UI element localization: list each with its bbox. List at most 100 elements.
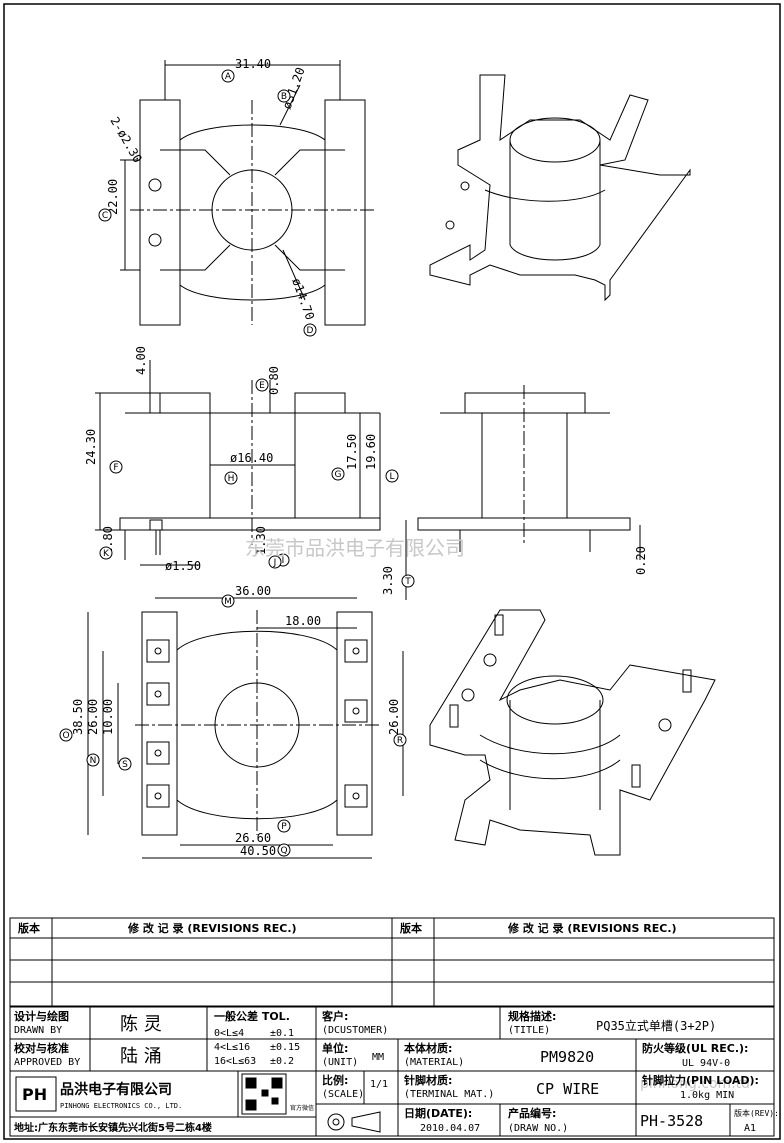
- rev-col-version-1: 版本: [18, 921, 40, 935]
- dim-s: 10.00: [101, 699, 115, 735]
- marker-t: T: [401, 574, 415, 588]
- tol-val-1: ±0.15: [270, 1042, 300, 1053]
- front-view: [95, 360, 381, 566]
- scale-label-cn: 比例:: [322, 1073, 348, 1087]
- marker-h: H: [224, 471, 238, 485]
- marker-j: J: [268, 555, 282, 569]
- marker-letter: H: [228, 474, 235, 484]
- tol-range-0: 0<L≤4: [214, 1028, 244, 1039]
- rev-label: 版本(REV):: [734, 1108, 779, 1118]
- tol-val-2: ±0.2: [270, 1056, 294, 1067]
- designer-label-en: DRAWN BY: [14, 1025, 62, 1036]
- company-logo: PH: [22, 1085, 47, 1104]
- tol-range-1: 4<L≤16: [214, 1042, 250, 1053]
- marker-circle: [303, 323, 317, 337]
- marker-d: D: [303, 323, 317, 337]
- dim-q: 40.50: [240, 844, 276, 858]
- marker-letter: I: [282, 556, 285, 566]
- ul-label: 防火等级(UL REC.):: [642, 1041, 748, 1055]
- dim-o: 38.50: [71, 699, 85, 735]
- marker-circle: [98, 208, 112, 222]
- title-block-grid: [9, 917, 775, 1137]
- iso-view-bottom: [429, 609, 716, 856]
- scale-value: 1/1: [370, 1079, 388, 1090]
- marker-letter: J: [273, 558, 277, 568]
- marker-n: N: [86, 753, 100, 767]
- tol-range-2: 16<L≤63: [214, 1056, 256, 1067]
- material-value: PM9820: [540, 1048, 594, 1066]
- marker-r: R: [393, 733, 407, 747]
- rev-col-record-2: 修 改 记 录 (REVISIONS REC.): [507, 921, 677, 935]
- material-label-en: (MATERIAL): [404, 1057, 464, 1068]
- dim-b: ø31.20: [280, 65, 308, 111]
- company-name-en: PINHONG ELECTRONICS CO., LTD.: [60, 1102, 182, 1110]
- customer-label-cn: 客户:: [321, 1009, 348, 1023]
- marker-letter: O: [62, 731, 69, 741]
- dim-top-h: 4.00: [134, 346, 148, 375]
- marker-circle: [224, 471, 238, 485]
- marker-s: S: [118, 757, 132, 771]
- spec-value: PQ35立式单槽(3+2P): [596, 1018, 716, 1033]
- dim-e: 0.80: [267, 366, 281, 395]
- marker-letter: E: [259, 381, 265, 391]
- marker-letter: Q: [280, 846, 287, 856]
- dim-gap: 1.30: [254, 526, 268, 555]
- approver-label-en: APPROVED BY: [14, 1057, 80, 1068]
- dim-t: 3.30: [381, 566, 395, 595]
- unit-value: MM: [372, 1052, 384, 1063]
- top-view: [120, 60, 375, 326]
- watermark-url: pinhong.com.td: [640, 1076, 750, 1092]
- marker-letter: N: [90, 756, 97, 766]
- approver-label-cn: 校对与核准: [14, 1041, 69, 1055]
- marker-q: Q: [277, 843, 291, 857]
- pinload-label: 针脚拉力(PIN LOAD):: [642, 1073, 759, 1087]
- dim-a: 31.40: [235, 57, 271, 71]
- marker-letter: T: [404, 577, 411, 587]
- dim-g: 17.50: [345, 434, 359, 470]
- qr-code: [241, 1073, 287, 1115]
- marker-circle: [385, 469, 399, 483]
- dim-side-gap: 0.20: [634, 546, 648, 575]
- marker-circle: [99, 546, 113, 560]
- marker-letter: S: [122, 760, 128, 770]
- ul-value: UL 94V-0: [682, 1058, 730, 1069]
- bottom-view: [87, 597, 404, 859]
- marker-letter: P: [281, 822, 287, 832]
- marker-o: O: [59, 728, 73, 742]
- terminal-value: CP WIRE: [536, 1080, 599, 1098]
- marker-circle: [86, 753, 100, 767]
- marker-f: F: [109, 460, 123, 474]
- dim-n: 26.00: [86, 699, 100, 735]
- marker-circle: [221, 69, 235, 83]
- marker-circle: [331, 467, 345, 481]
- marker-circle: [277, 89, 291, 103]
- spec-label-en: (TITLE): [508, 1025, 550, 1036]
- designer-value: 陈 灵: [120, 1014, 162, 1035]
- marker-circle: [109, 460, 123, 474]
- tolerance-title: 一般公差 TOL.: [214, 1009, 290, 1023]
- dim-half: 18.00: [285, 614, 321, 628]
- company-name-cn: 品洪电子有限公司: [60, 1081, 172, 1098]
- marker-b: B: [277, 89, 291, 103]
- marker-letter: C: [102, 211, 108, 221]
- unit-label-en: (UNIT): [322, 1057, 358, 1068]
- dim-h: ø16.40: [230, 451, 273, 465]
- terminal-label-en: (TERMINAL MAT.): [404, 1089, 494, 1100]
- pinload-value: 1.0kg MIN: [680, 1090, 734, 1101]
- dim-pin-d: ø1.50: [165, 559, 201, 573]
- marker-letter: G: [335, 470, 342, 480]
- side-view: [405, 385, 641, 600]
- marker-circle: [59, 728, 73, 742]
- marker-p: P: [277, 819, 291, 833]
- dim-c: 22.00: [106, 179, 120, 215]
- marker-k: K: [99, 546, 113, 560]
- marker-letter: A: [225, 72, 232, 82]
- company-address: 地址:广东东莞市长安镇先兴北街5号二栋4楼: [14, 1121, 212, 1134]
- marker-circle: [268, 555, 282, 569]
- material-label-cn: 本体材质:: [404, 1041, 452, 1055]
- scale-label-en: (SCALE): [322, 1089, 364, 1100]
- drawing-border: [3, 3, 781, 1140]
- marker-e: E: [255, 378, 269, 392]
- unit-label-cn: 单位:: [322, 1041, 348, 1055]
